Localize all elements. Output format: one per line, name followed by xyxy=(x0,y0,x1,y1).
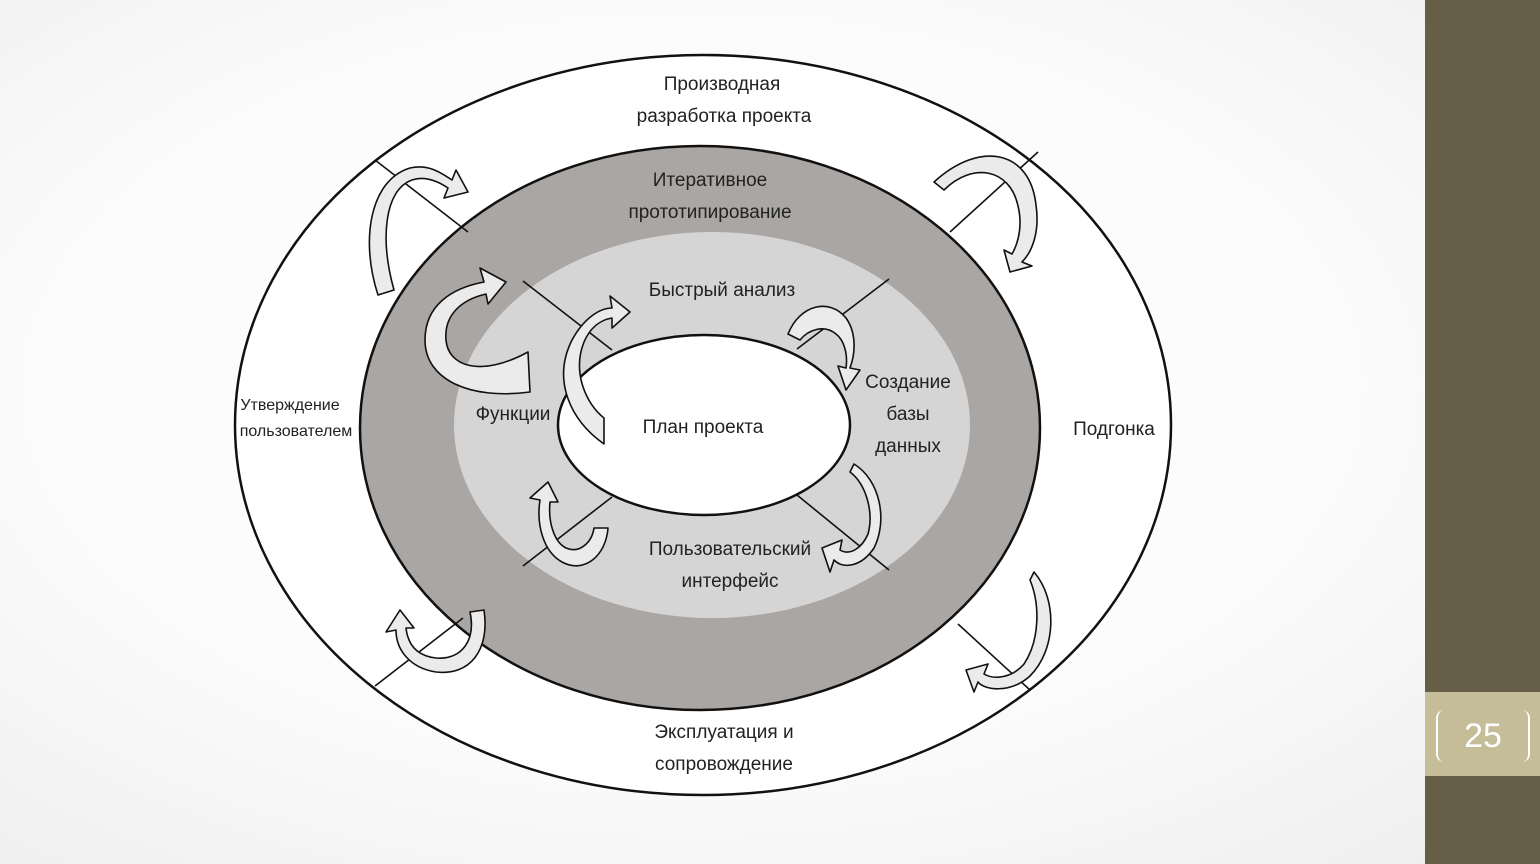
curved-arrow-icon xyxy=(965,571,1052,693)
outer-left-label-line2: пользователем xyxy=(240,423,353,440)
curved-arrow-icon xyxy=(424,267,531,395)
inner-bottom-label-line1: Пользовательский xyxy=(649,539,811,560)
curved-arrow-icon xyxy=(821,463,882,573)
outer-right-label: Подгонка xyxy=(1073,419,1155,440)
inner-left-label: Функции xyxy=(476,404,551,425)
center-ellipse xyxy=(556,333,852,517)
inner-right-label-line2: базы xyxy=(886,404,929,425)
outer-left-label-line1: Утверждение xyxy=(240,397,339,414)
outer-top-label-line2: разработка проекта xyxy=(637,106,812,127)
curved-arrow-icon xyxy=(787,305,861,391)
page-number-box xyxy=(1425,692,1540,776)
inner-right-label-line3: данных xyxy=(875,436,941,457)
center-label: План проекта xyxy=(643,417,764,438)
curved-arrow-icon xyxy=(368,166,469,296)
middle-label-line2: прототипирование xyxy=(628,202,791,223)
outer-bottom-label-line2: сопровождение xyxy=(655,754,793,775)
inner-top-label: Быстрый анализ xyxy=(649,280,795,301)
curved-arrow-icon xyxy=(529,481,609,567)
page-number: 25 xyxy=(1436,710,1530,762)
middle-label-line1: Итеративное xyxy=(653,170,767,191)
curved-arrow-icon xyxy=(933,155,1038,273)
curved-arrow-icon xyxy=(385,609,486,674)
outer-bottom-label-line1: Эксплуатация и xyxy=(654,722,793,743)
curved-arrow-icon xyxy=(562,295,631,445)
inner-right-label-line1: Создание xyxy=(865,372,951,393)
inner-bottom-label-line2: интерфейс xyxy=(681,571,778,592)
rad-cycle-diagram: Производная разработка проекта Итеративн… xyxy=(233,53,1173,797)
outer-top-label-line1: Производная xyxy=(664,74,781,95)
